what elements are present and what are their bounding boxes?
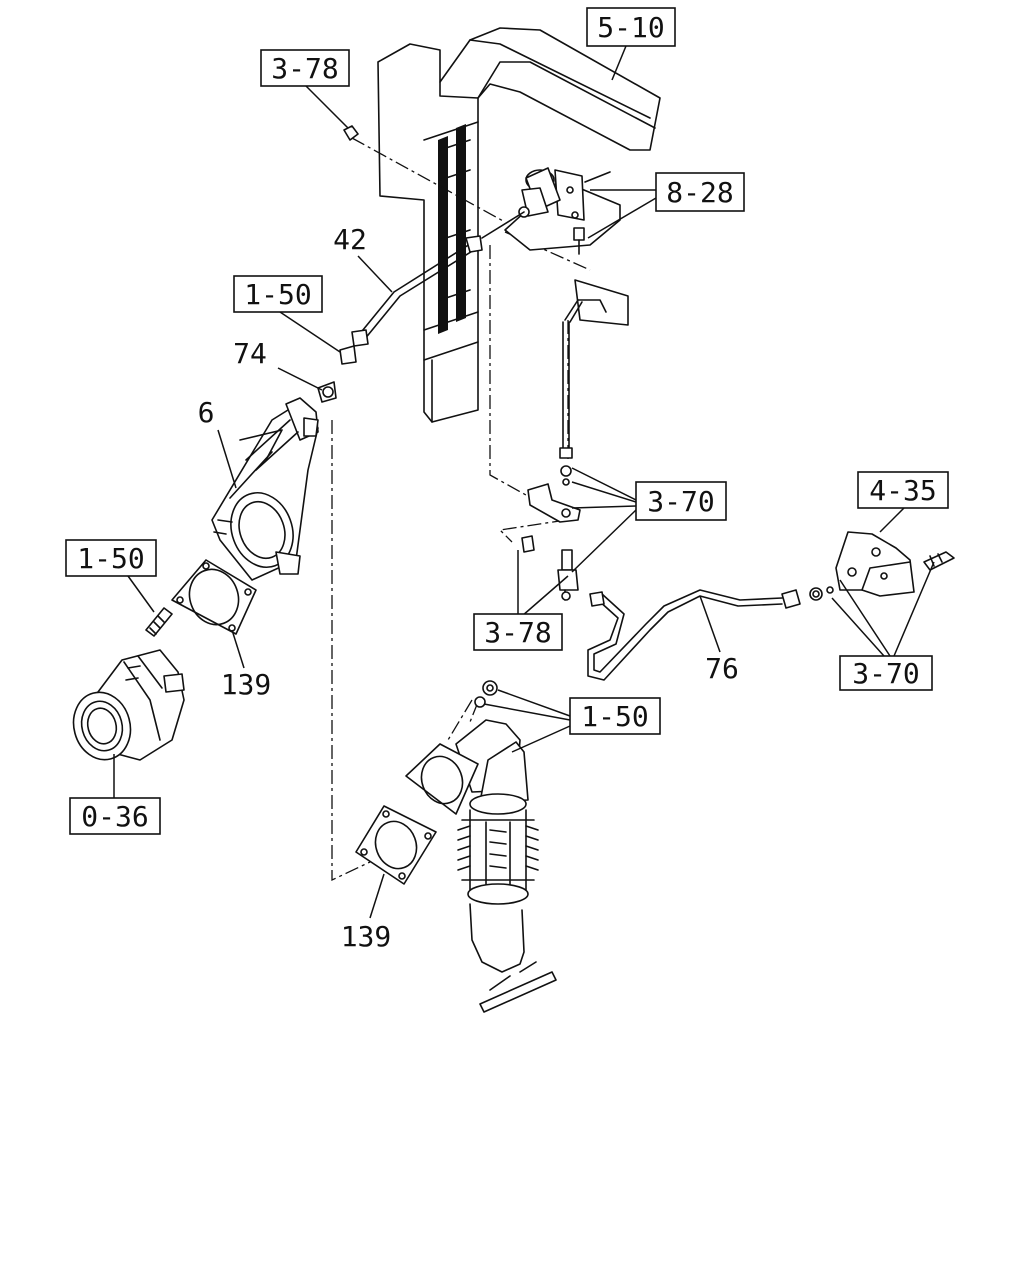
ref-box-5-10: 5-10 (586, 7, 676, 47)
ref-label-3-70-right: 3-70 (852, 657, 919, 690)
part-number-76: 76 (705, 652, 739, 685)
ref-label-3-78-bottom: 3-78 (484, 616, 551, 649)
ref-label-1-50-mid: 1-50 (244, 278, 311, 311)
ref-label-1-50-bottom: 1-50 (581, 700, 648, 733)
mount-bracket (521, 483, 581, 601)
part-number-139-lower: 139 (341, 920, 392, 953)
ref-label-4-35: 4-35 (869, 474, 936, 507)
ref-box-0-36: 0-36 (69, 797, 161, 835)
elbow-0-36 (72, 649, 185, 761)
ref-box-3-70-right: 3-70 (839, 655, 933, 691)
ref-box-3-78-bottom: 3-78 (473, 613, 563, 651)
nut-3-78-top (343, 125, 359, 141)
pipe-bracket-plate (559, 279, 629, 486)
phantom-lines (331, 137, 591, 882)
bracket-4-35 (809, 531, 955, 601)
gasket-139-upper (171, 559, 257, 635)
ref-box-3-70-mid: 3-70 (635, 481, 727, 521)
solenoid-valve (481, 167, 621, 255)
gasket-139-lower (355, 805, 437, 885)
leader-lines (113, 45, 935, 919)
gasket-flange-lower (405, 743, 479, 815)
pipe-42 (351, 235, 483, 347)
exhaust-elbow (455, 680, 557, 1013)
valve-6 (211, 397, 319, 581)
ref-box-4-35: 4-35 (857, 471, 949, 509)
part-number-6: 6 (198, 396, 215, 429)
ref-label-5-10: 5-10 (597, 11, 664, 44)
ref-label-0-36: 0-36 (81, 800, 148, 833)
ref-box-3-78-top: 3-78 (260, 49, 350, 87)
pipe-76 (561, 589, 801, 681)
part-number-42: 42 (333, 223, 367, 256)
ref-label-3-78-top: 3-78 (271, 52, 338, 85)
ref-box-8-28: 8-28 (655, 172, 745, 212)
ref-box-1-50-bottom: 1-50 (569, 697, 661, 735)
ref-label-8-28: 8-28 (666, 176, 733, 209)
fitting-74 (317, 345, 357, 403)
ref-label-1-50-left: 1-50 (77, 542, 144, 575)
ref-label-3-70-mid: 3-70 (647, 485, 714, 518)
ref-box-1-50-left: 1-50 (65, 539, 157, 577)
ref-box-1-50-mid: 1-50 (233, 275, 323, 313)
part-number-74: 74 (233, 337, 267, 370)
frame-cross-member (377, 27, 661, 423)
bolt-left (145, 607, 173, 637)
part-number-139-upper: 139 (221, 668, 272, 701)
